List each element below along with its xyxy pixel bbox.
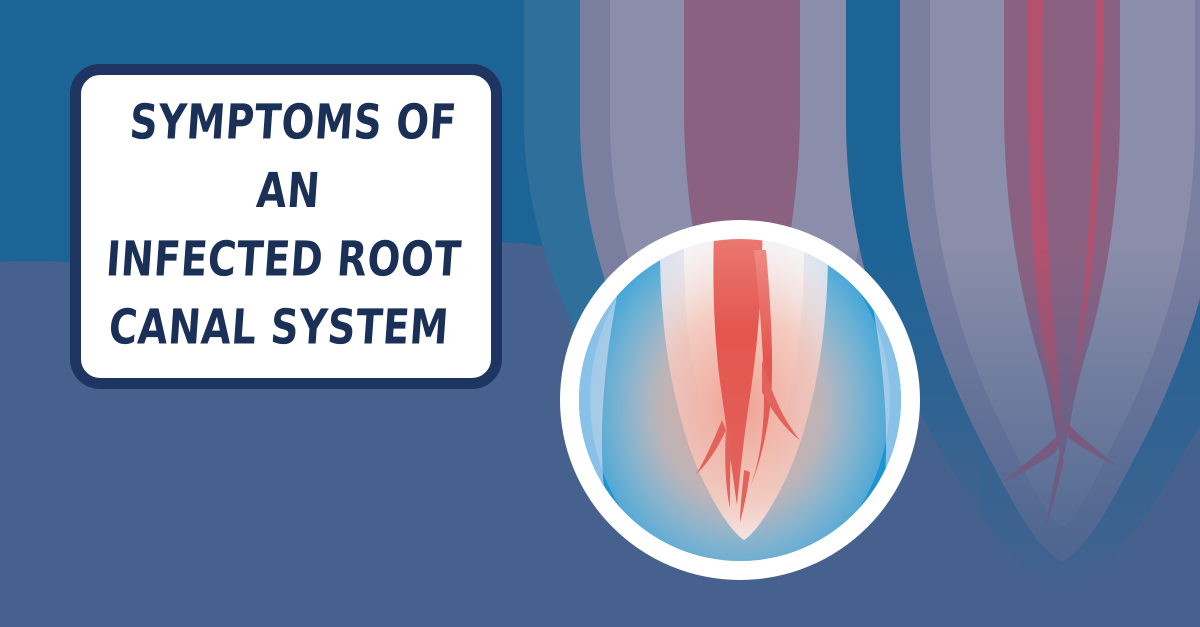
lens-nerve-branch-left — [696, 420, 726, 474]
lens-nerve-branch-right — [762, 360, 800, 440]
title-card: Symptoms of an Infected Root Canal Syste… — [70, 64, 502, 389]
lens-nerve-branch-left2 — [725, 430, 732, 508]
lens-nerve-tip — [740, 470, 750, 522]
lens-nerve-branch-right2 — [766, 392, 804, 442]
lens-nerve-strand-right — [750, 250, 773, 488]
left-root-pulp — [684, 0, 800, 440]
page-title: Symptoms of an Infected Root Canal Syste… — [104, 95, 464, 357]
lens-nerve-main — [713, 239, 763, 505]
